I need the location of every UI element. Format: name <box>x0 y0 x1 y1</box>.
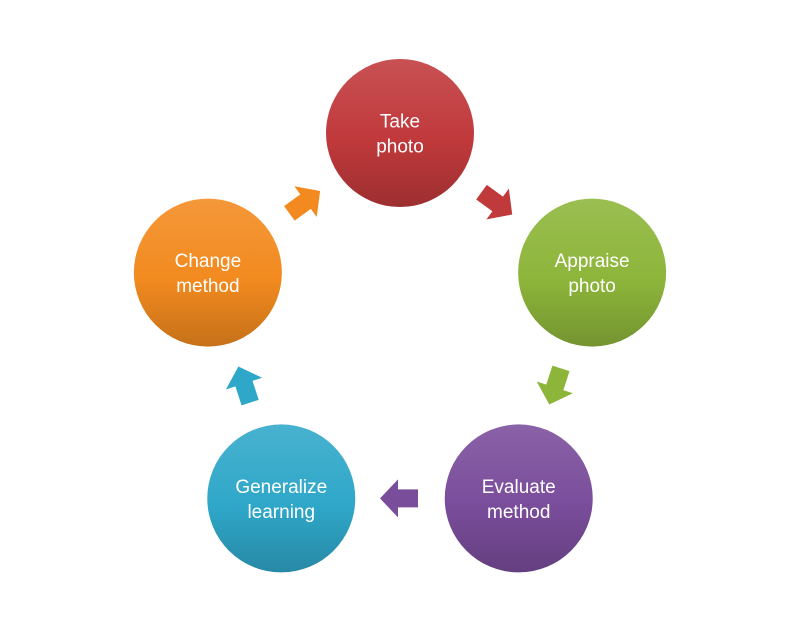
node-circle <box>326 59 474 207</box>
arrow-icon <box>284 186 321 221</box>
node-label-line: photo <box>568 276 616 297</box>
node-label-line: Take <box>380 112 420 133</box>
node-label-line: learning <box>247 502 315 523</box>
node-label-line: method <box>176 276 239 297</box>
node-appraise-photo: Appraise photo <box>518 198 667 347</box>
node-circle <box>133 198 282 347</box>
arrows-layer <box>225 184 573 518</box>
node-label-line: Change <box>175 251 242 272</box>
node-label-line: Evaluate <box>482 477 556 498</box>
node-label-line: Appraise <box>555 251 630 272</box>
node-label: Change method <box>175 251 242 297</box>
arrow-icon <box>380 479 418 518</box>
node-label-line: method <box>487 502 550 523</box>
node-circle <box>444 424 593 573</box>
node-label: Take photo <box>376 112 424 158</box>
arrow-icon <box>225 366 263 406</box>
node-label-line: photo <box>376 137 424 158</box>
node-generalize-learning: Generalize learning <box>207 424 356 573</box>
node-change-method: Change method <box>133 198 282 347</box>
node-evaluate-method: Evaluate method <box>444 424 593 573</box>
node-label-line: Generalize <box>235 477 327 498</box>
node-take-photo: Take photo <box>326 59 474 207</box>
arrow-icon <box>536 365 573 405</box>
node-label: Generalize learning <box>235 477 327 523</box>
node-circle <box>518 198 667 347</box>
node-label: Evaluate method <box>482 477 556 523</box>
node-label: Appraise photo <box>555 251 630 297</box>
node-circle <box>207 424 356 573</box>
arrow-icon <box>476 184 513 220</box>
